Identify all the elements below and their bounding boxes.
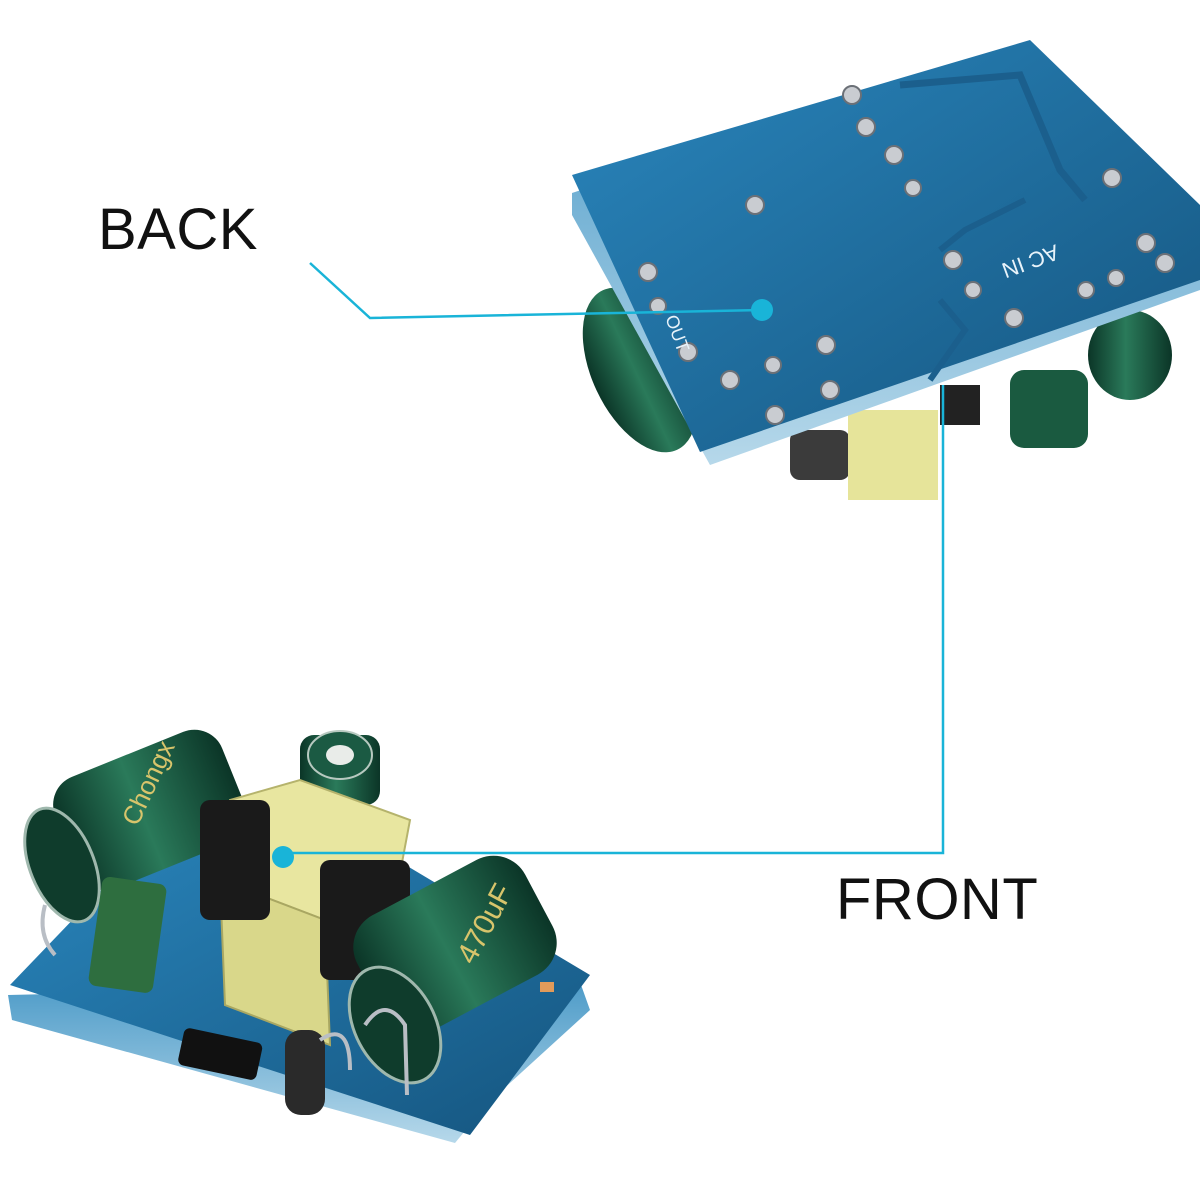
back-diode bbox=[790, 430, 850, 480]
back-board: AC IN OUT bbox=[572, 40, 1200, 500]
front-capacitor-right: 470uF bbox=[347, 855, 557, 1085]
back-black-part bbox=[940, 385, 980, 425]
back-capacitor-mid bbox=[1010, 370, 1088, 448]
back-trace-2 bbox=[938, 197, 1027, 253]
front-leads bbox=[40, 904, 409, 1096]
back-solder-joints bbox=[638, 85, 1175, 425]
front-capacitor-left: Chongx bbox=[23, 729, 247, 924]
back-trace-3 bbox=[927, 298, 969, 382]
back-callout-dot bbox=[751, 299, 773, 321]
back-label: BACK bbox=[98, 197, 258, 262]
front-label: FRONT bbox=[836, 867, 1039, 932]
front-chip bbox=[178, 1028, 263, 1080]
front-diode bbox=[285, 1030, 325, 1115]
back-trace-1 bbox=[899, 71, 1088, 203]
back-capacitor-right bbox=[1088, 310, 1172, 400]
back-callout-line bbox=[309, 262, 763, 320]
front-callout-dot bbox=[272, 846, 294, 868]
front-callout-line bbox=[283, 385, 945, 855]
front-board: Chongx 470uF bbox=[8, 729, 590, 1143]
callouts bbox=[272, 262, 945, 868]
front-led bbox=[540, 982, 554, 992]
front-film-capacitor bbox=[88, 876, 167, 993]
back-pcb-face bbox=[572, 40, 1200, 452]
back-transformer bbox=[848, 410, 938, 500]
